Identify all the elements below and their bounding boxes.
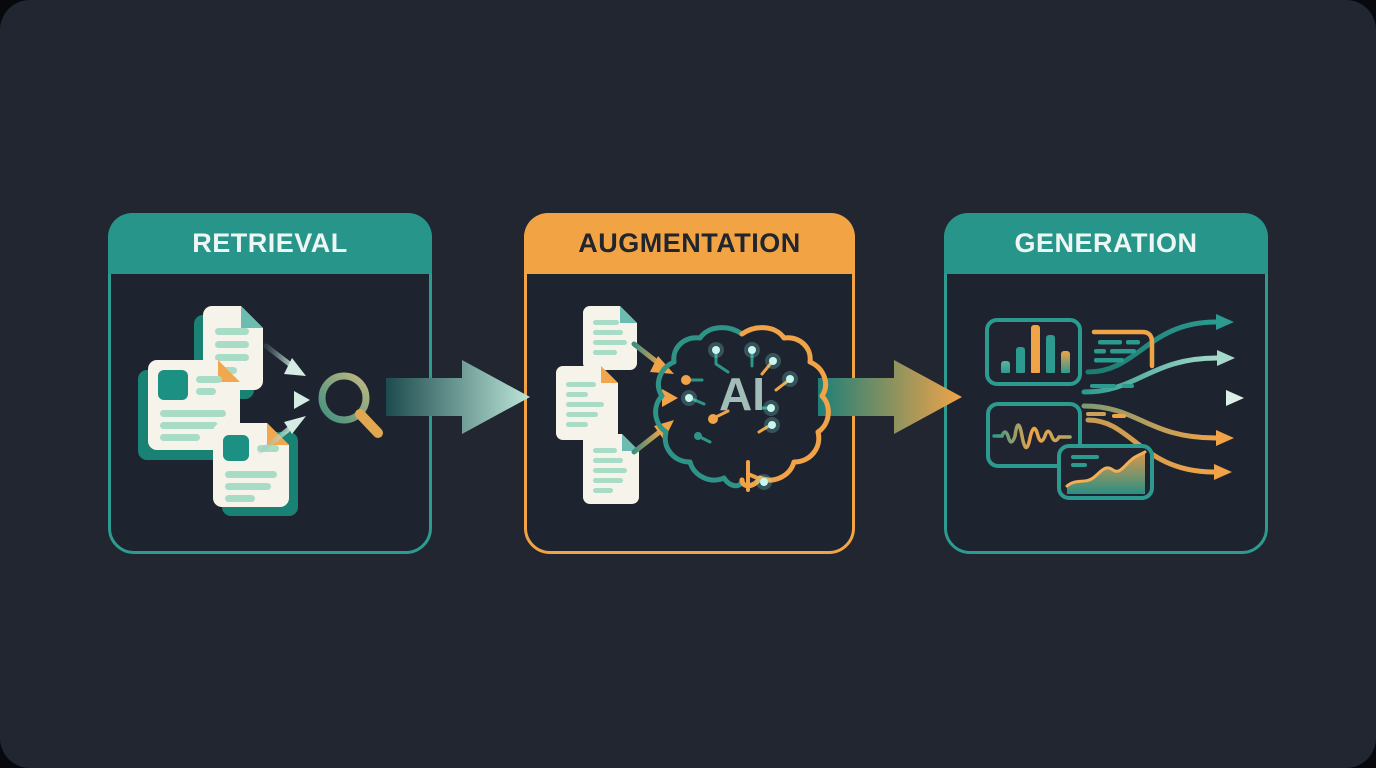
stage-title-retrieval: RETRIEVAL: [192, 228, 348, 258]
stage-title-augmentation: AUGMENTATION: [578, 228, 801, 258]
flow-arrow-augmentation-to-generation-icon: [818, 360, 962, 434]
stage-card-retrieval: RETRIEVAL: [108, 213, 432, 554]
stage-title-generation: GENERATION: [1014, 228, 1198, 258]
stage-header-retrieval: RETRIEVAL: [108, 213, 432, 274]
stage-header-generation: GENERATION: [944, 213, 1268, 274]
stage-card-augmentation: AUGMENTATION: [524, 213, 855, 554]
stage-header-augmentation: AUGMENTATION: [524, 213, 855, 274]
flow-arrow-retrieval-to-augmentation-icon: [386, 360, 530, 434]
stage-card-generation: GENERATION: [944, 213, 1268, 554]
